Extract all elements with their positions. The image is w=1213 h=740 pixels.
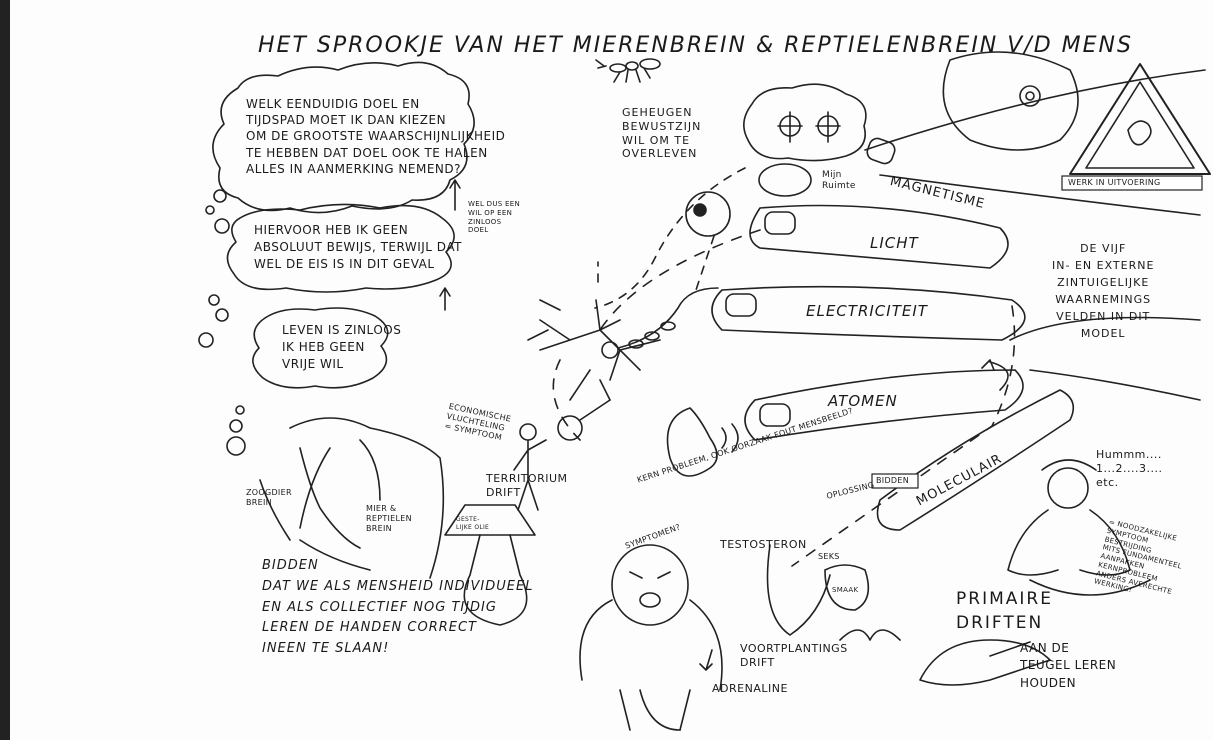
lizard-bottom (919, 639, 1051, 686)
thought-bubble-question (212, 61, 475, 214)
refugee-figure (513, 399, 611, 511)
scan-border (0, 0, 10, 740)
taste-label: SMAAK (832, 586, 859, 594)
ant-brain-label: MIER & REPTIELEN BREIN (366, 504, 412, 533)
proof-bubble-text: HIERVOOR HEB IK GEEN ABSOLUUT BEWIJS, TE… (254, 223, 462, 271)
side-note-text: WEL DUS EEN WIL OP EEN ZINLOOS DOEL (468, 200, 521, 235)
neuron-sketch (527, 287, 719, 401)
testosterone-label: TESTOSTERON (720, 538, 807, 551)
prayer-text: BIDDEN DAT WE ALS MENSHEID INDIVIDUEEL E… (262, 558, 534, 657)
primary-drives-text: PRIMAIRE DRIFTEN (956, 589, 1053, 633)
nose-sketch (766, 544, 831, 636)
life-bubble-text: LEVEN IS ZINLOOS IK HEB GEEN VRIJE WIL (282, 323, 402, 371)
territory-drift-label: TERRITORIUM DRIFT (486, 472, 568, 499)
page-title: HET SPROOKJE VAN HET MIERENBREIN & REPTI… (258, 33, 1133, 58)
meditating-man (1007, 459, 1151, 596)
fingers-sketch (711, 69, 1206, 531)
electricity-label: ELECTRICITEIT (806, 302, 928, 320)
thought-bubble-life (252, 307, 389, 389)
thought-bubble-proof (226, 203, 455, 293)
angry-man-sketch (579, 544, 723, 731)
atoms-label: ATOMEN (828, 392, 898, 410)
ear-sketch (666, 407, 718, 477)
hands-sketch (259, 417, 445, 579)
sex-label: SEKS (818, 552, 840, 561)
hum-text: Hummm.... 1...2....3.... etc. (1096, 448, 1163, 489)
light-label: LICHT (870, 234, 919, 252)
question-bubble-text: WELK EENDUIDIG DOEL EN TIJDSPAD MOET IK … (246, 97, 506, 176)
tongue-sketch (824, 564, 870, 611)
ant-sketch (595, 58, 661, 83)
rein-text: AAN DE TEUGEL LEREN HOUDEN (1020, 641, 1117, 690)
oil-lamp (444, 504, 536, 626)
solution-box-text: BIDDEN (876, 476, 910, 485)
lizard-head (942, 51, 1079, 151)
reproduction-label: VOORTPLANTINGS DRIFT (740, 642, 848, 669)
my-space-label: Mijn Ruimte (822, 170, 856, 192)
eye-sketch (685, 191, 731, 237)
adrenaline-label: ADRENALINE (712, 682, 788, 695)
warning-sign (1069, 63, 1211, 175)
mammal-brain-label: ZOOGDIER BREIN (246, 488, 292, 507)
lamp-label: GESTE- LIJKE OLIE (456, 516, 490, 531)
warning-sign-label: WERK IN UITVOERING (1068, 178, 1161, 187)
senses-text: DE VIJF IN- EN EXTERNE ZINTUIGELIJKE WAA… (1052, 242, 1155, 341)
brain-sketch (743, 83, 867, 162)
memory-text: GEHEUGEN BEWUSTZIJN WIL OM TE OVERLEVEN (622, 106, 702, 161)
